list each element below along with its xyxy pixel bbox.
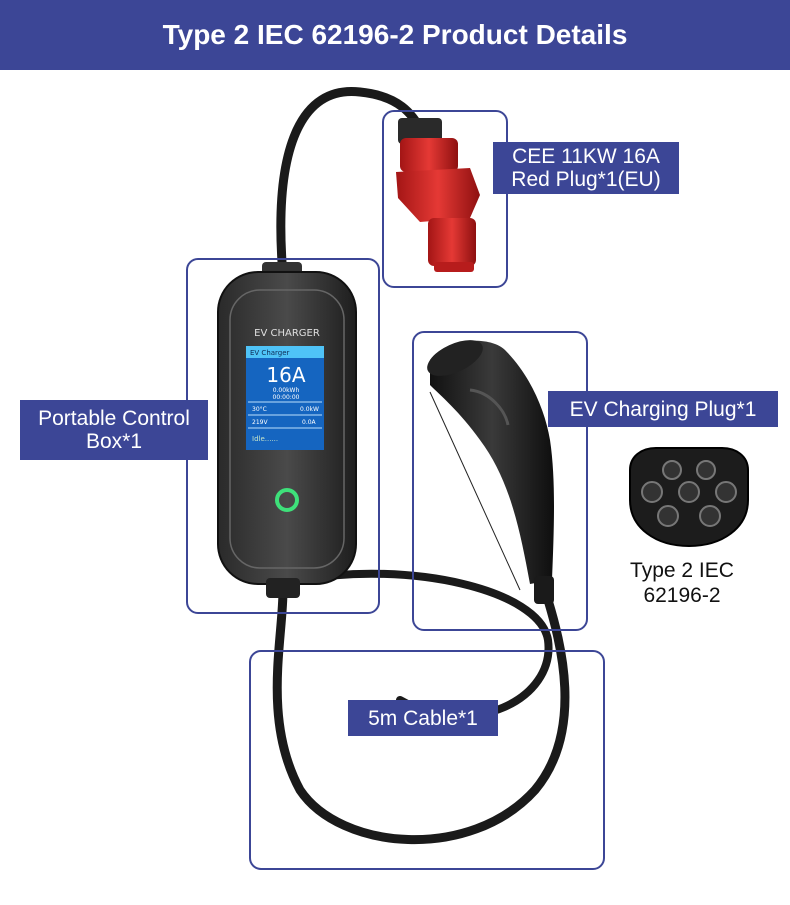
red-plug-label-line2: Red Plug*1(EU) (511, 168, 661, 191)
cable-top (276, 87, 425, 267)
red-plug-frame (382, 110, 508, 288)
control-box-frame (186, 258, 380, 614)
screen-amps: 0.0A (302, 419, 317, 426)
red-plug-label: CEE 11KW 16A Red Plug*1(EU) (493, 142, 679, 194)
cable-label: 5m Cable*1 (348, 700, 498, 736)
device-brand: EV CHARGER (254, 328, 320, 339)
screen-title: EV Charger (250, 349, 290, 357)
screen-temperature: 30°C (252, 406, 267, 413)
cable-loop (272, 585, 570, 844)
screen-power: 0.0kW (300, 406, 319, 413)
control-box-label-line1: Portable Control (38, 407, 190, 430)
screen-time: 00:00:00 (273, 394, 300, 401)
control-box-label-line2: Box*1 (85, 430, 143, 453)
type2-socket-icon (629, 447, 749, 548)
screen-status: Idle...... (252, 435, 278, 443)
control-box (217, 262, 357, 598)
socket-label: Type 2 IEC 62196-2 (612, 558, 752, 608)
control-box-label: Portable Control Box*1 (20, 400, 208, 460)
red-plug (396, 118, 480, 272)
cable-frame (249, 650, 605, 870)
screen-voltage: 219V (252, 419, 268, 426)
screen-energy: 0.00kWh (273, 387, 300, 394)
ev-plug-label: EV Charging Plug*1 (548, 391, 778, 427)
ev-plug-frame (412, 331, 588, 631)
socket-label-line1: Type 2 IEC (630, 559, 734, 582)
socket-label-line2: 62196-2 (643, 584, 721, 607)
ev-charging-plug (427, 340, 554, 604)
red-plug-label-line1: CEE 11KW 16A (512, 145, 660, 168)
page-title: Type 2 IEC 62196-2 Product Details (0, 0, 790, 70)
screen-current: 16A (266, 363, 305, 387)
